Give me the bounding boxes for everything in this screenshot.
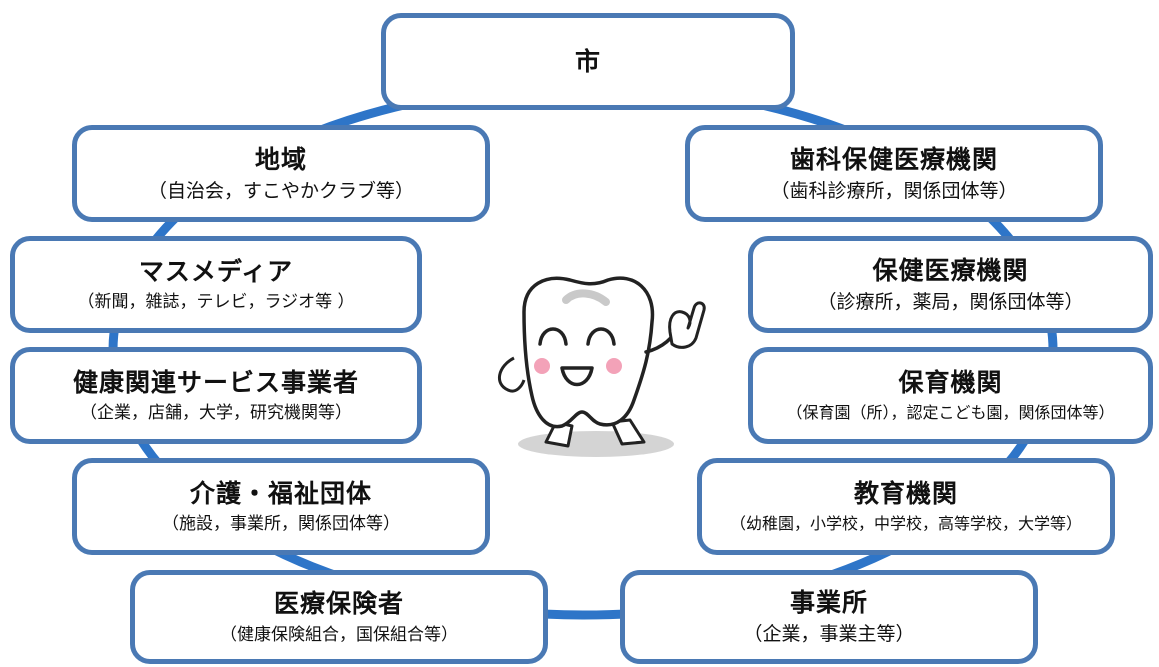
node-subtitle: （企業，店舗，大学，研究機関等）: [80, 403, 352, 424]
node-title: 保育機関: [898, 368, 1003, 398]
node-subtitle: （自治会，すこやかクラブ等）: [147, 179, 414, 202]
node-title: 介護・福祉団体: [189, 478, 372, 508]
tooth-mascot-icon: [484, 262, 714, 462]
node-subtitle: （保育園（所），認定こども園，関係団体等）: [786, 402, 1115, 422]
node-title: 地域: [254, 144, 307, 174]
node-health-service-providers: 健康関連サービス事業者 （企業，店舗，大学，研究機関等）: [10, 347, 422, 444]
node-title: 教育機関: [853, 479, 958, 509]
node-education-institutions: 教育機関 （幼稚園，小学校，中学校，高等学校，大学等）: [697, 458, 1115, 555]
node-subtitle: （企業，事業主等）: [743, 623, 915, 646]
node-dental-institutions: 歯科保健医療機関 （歯科診療所，関係団体等）: [685, 125, 1103, 222]
node-title: 歯科保健医療機関: [789, 144, 998, 174]
node-subtitle: （健康保険組合，国保組合等）: [220, 624, 458, 645]
node-mass-media: マスメディア （新聞，雑誌，テレビ，ラジオ等 ）: [10, 236, 422, 333]
node-subtitle: （施設，事業所，関係団体等）: [162, 514, 400, 535]
node-title: 健康関連サービス事業者: [72, 367, 359, 397]
node-city: 市: [381, 13, 795, 110]
node-title: マスメディア: [138, 256, 294, 286]
node-subtitle: （歯科診療所，関係団体等）: [770, 179, 1018, 202]
node-title: 医療保険者: [273, 589, 404, 619]
node-subtitle: （新聞，雑誌，テレビ，ラジオ等 ）: [77, 292, 355, 313]
node-medical-institutions: 保健医療機関 （診療所，薬局，関係団体等）: [748, 236, 1153, 333]
node-insurers: 医療保険者 （健康保険組合，国保組合等）: [130, 570, 548, 664]
node-community: 地域 （自治会，すこやかクラブ等）: [72, 125, 490, 222]
node-title: 保健医療機関: [872, 255, 1029, 285]
node-childcare-institutions: 保育機関 （保育園（所），認定こども園，関係団体等）: [748, 347, 1153, 444]
node-subtitle: （診療所，薬局，関係団体等）: [817, 290, 1084, 313]
node-care-welfare: 介護・福祉団体 （施設，事業所，関係団体等）: [72, 458, 490, 555]
node-title: 市: [574, 46, 601, 76]
node-businesses: 事業所 （企業，事業主等）: [620, 570, 1038, 664]
node-subtitle: （幼稚園，小学校，中学校，高等学校，大学等）: [729, 513, 1082, 533]
node-title: 事業所: [789, 588, 868, 618]
